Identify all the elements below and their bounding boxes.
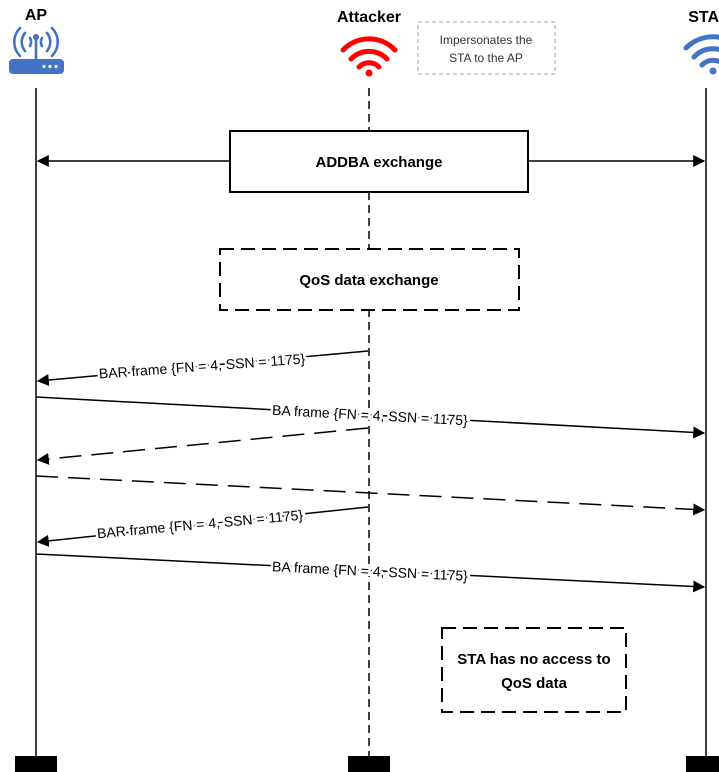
ap-lifeline-end [15, 756, 57, 772]
bar-frame-2-arrow [36, 506, 369, 547]
bar-frame-2-label: BAR frame {FN = 4, SSN = 1175} [96, 507, 304, 542]
qos-data-dashed-arrow-2 [35, 475, 706, 516]
addba-box [229, 130, 529, 193]
addba-label: ADDBA exchange [316, 154, 443, 171]
sta-wifi-icon [683, 34, 719, 75]
bar-frame-1-arrow [36, 350, 369, 386]
note-line-1: Impersonates the [440, 33, 533, 47]
ba-frame-1-label: BA frame {FN = 4, SSN = 1175} [272, 402, 469, 429]
result-line-1: STA has no access to [457, 651, 610, 668]
note-box [417, 21, 556, 75]
result-box [441, 627, 627, 713]
actor-attacker-label: Attacker [337, 9, 401, 26]
wifi-router-icon [9, 26, 64, 74]
qos-box [219, 248, 520, 311]
actor-ap-label: AP [25, 7, 48, 24]
ba-frame-2-arrow [35, 553, 706, 593]
attacker-wifi-icon [340, 36, 398, 77]
sta-lifeline-end [686, 756, 719, 772]
qos-data-dashed-arrow-1 [36, 427, 369, 465]
attacker-lifeline-end [348, 756, 390, 772]
bar-frame-1-label: BAR frame {FN = 4, SSN = 1175} [98, 350, 306, 381]
result-line-2: QoS data [501, 675, 568, 692]
actor-sta-label: STA [688, 9, 719, 26]
ba-frame-2-label: BA frame {FN = 4, SSN = 1175} [272, 558, 469, 584]
note-line-2: STA to the AP [449, 51, 523, 65]
qos-label: QoS data exchange [299, 272, 438, 289]
ba-frame-1-arrow [35, 396, 706, 439]
